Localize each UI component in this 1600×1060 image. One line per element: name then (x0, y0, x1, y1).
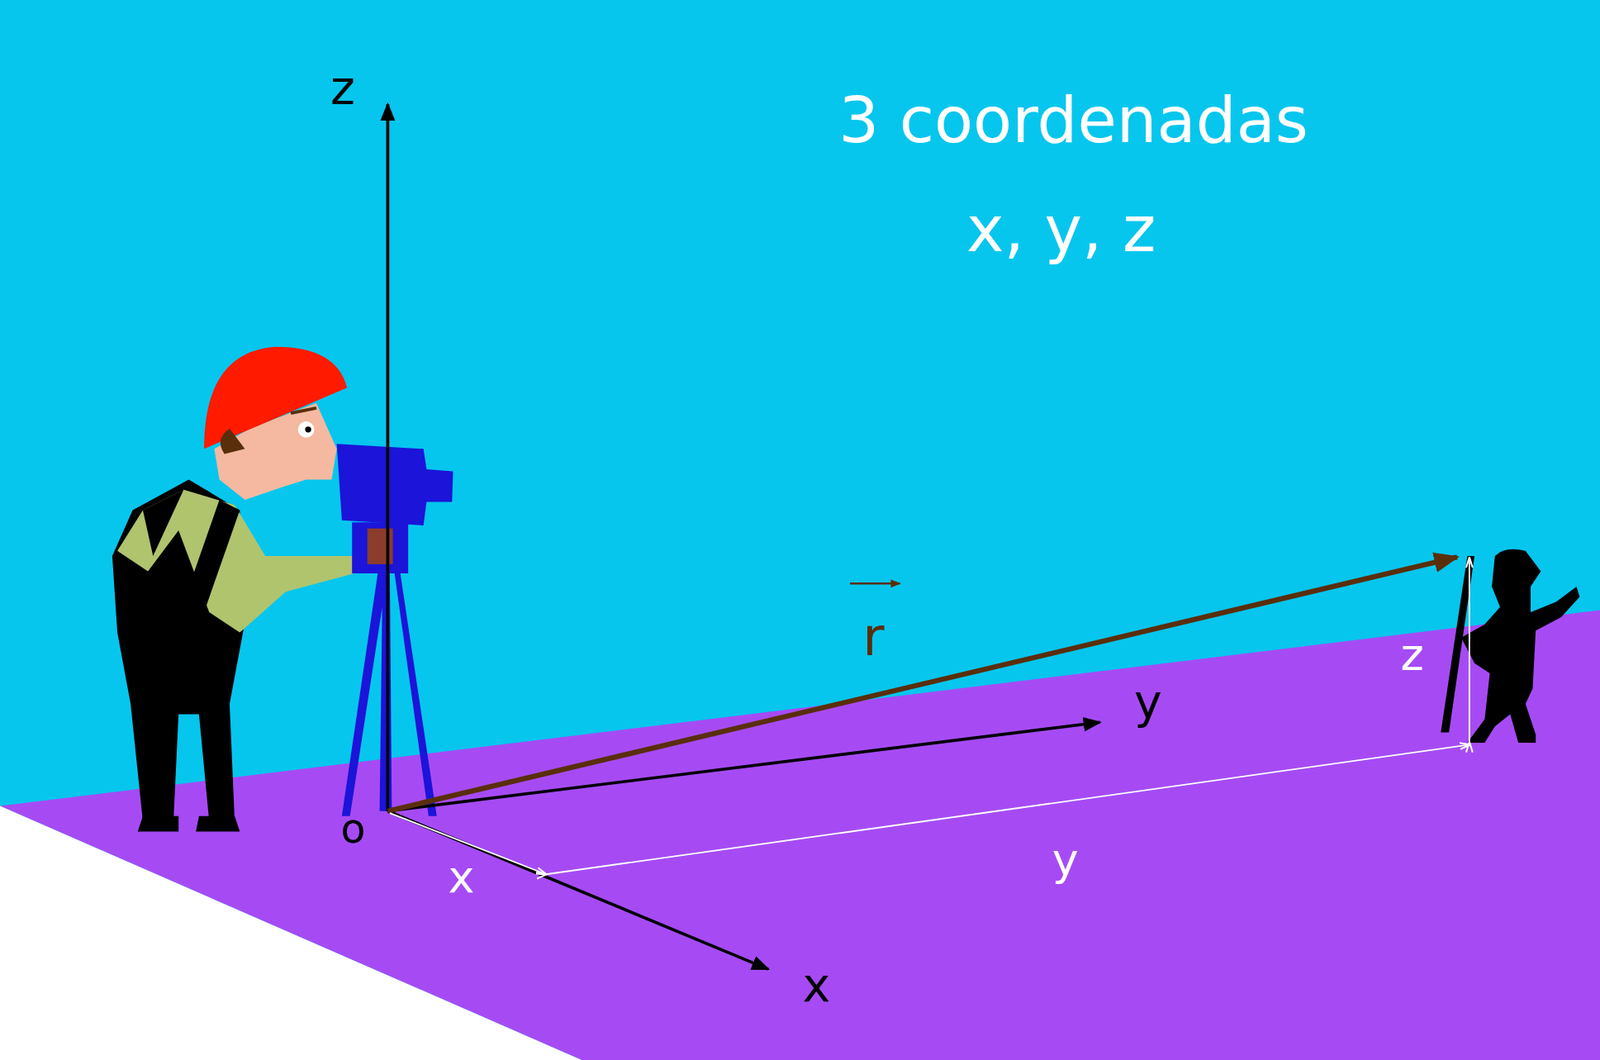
axis-label: x (802, 961, 831, 1009)
surveyor-assistant-silhouette (1440, 549, 1580, 743)
heading-text: 3 coordenadas (838, 88, 1309, 152)
y-dimension (545, 744, 1470, 874)
position-vector (387, 556, 1458, 811)
dimension-label: x (447, 854, 475, 900)
dimension-label: y (1052, 837, 1079, 883)
origin-label: o (340, 808, 366, 850)
dimension-label: z (1400, 632, 1425, 678)
foreground (0, 806, 582, 1060)
surveyor (112, 346, 363, 832)
tripod (337, 443, 454, 817)
vector-label: r (862, 610, 884, 664)
axis-label: z (330, 64, 356, 112)
y-axis (387, 721, 1100, 811)
heading-coordinates: x, y, z (966, 197, 1156, 262)
z-axis (386, 104, 390, 812)
x-axis (387, 811, 769, 969)
axis-label: y (1134, 678, 1163, 726)
z-dimension (1468, 557, 1471, 743)
vector-arrow-symbol (849, 582, 901, 584)
ground (0, 609, 1600, 1060)
